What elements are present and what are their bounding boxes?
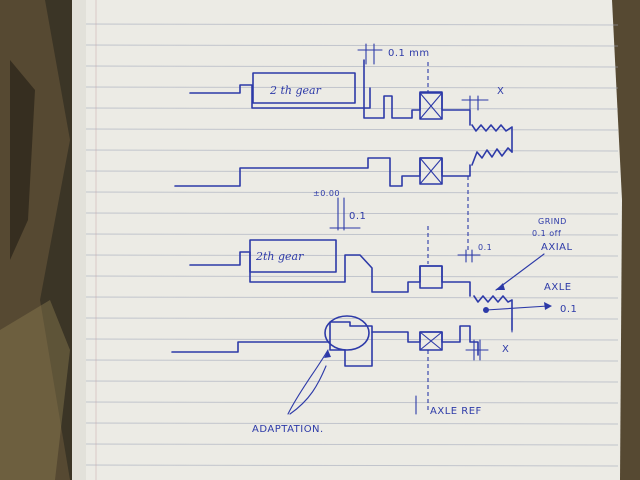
- ruled-line: [85, 212, 619, 215]
- ruled-line: [85, 317, 619, 320]
- ruled-line: [85, 86, 619, 89]
- grind-note: GRIND 0.1 off AXIAL: [495, 217, 573, 291]
- notebook-page: [72, 0, 622, 480]
- ruled-line: [85, 233, 619, 236]
- lower-assembly: X AXLE REF: [171, 315, 513, 417]
- ruled-line: [85, 296, 619, 299]
- upper-bearing: [419, 92, 443, 120]
- grind-arrowhead: [496, 283, 505, 290]
- ruled-lines: [85, 23, 619, 467]
- ruled-line: [85, 443, 619, 446]
- adaptation-note: ADAPTATION.: [252, 349, 331, 435]
- middle-bearing: [419, 265, 443, 289]
- ruled-line: [85, 464, 619, 467]
- tolerance-dim: [337, 197, 345, 231]
- upper-gear-label: 2 th gear: [269, 84, 322, 97]
- upper-bearing-cross: [419, 92, 443, 120]
- ruled-line: [85, 422, 619, 425]
- upper-gear-box: [252, 72, 356, 104]
- lower-x-dim: [465, 339, 489, 361]
- middle-right-clearance-label: 0.1: [478, 243, 492, 252]
- axle-note: AXLE 0.1: [483, 282, 577, 315]
- axle-leader: [485, 305, 549, 311]
- tolerance-label: ±0.00: [313, 189, 340, 198]
- ruled-line: [85, 128, 619, 131]
- adaptation-label: ADAPTATION.: [252, 424, 324, 435]
- upper-x-label: X: [497, 86, 504, 97]
- upper-x-dim: [461, 95, 489, 111]
- ruled-line: [85, 359, 619, 362]
- ruled-line: [85, 44, 619, 47]
- lower-x-label: X: [502, 344, 509, 355]
- middle-assembly: ±0.00 0.1 2th gear 0.1: [189, 189, 513, 331]
- upper-lower-bearing: [419, 157, 443, 185]
- middle-right-dim: [457, 249, 481, 263]
- middle-clearance-label: 0.1: [349, 211, 366, 222]
- upper-shaft-outline: [189, 84, 371, 109]
- axle-ref-label: AXLE REF: [430, 406, 482, 417]
- ruled-line: [85, 380, 619, 383]
- axle-label: AXLE: [544, 282, 572, 293]
- ruled-line: [85, 275, 619, 278]
- adaptation-leader-1: [287, 349, 329, 415]
- adaptation-arrowhead: [324, 350, 331, 358]
- grind-line1: GRIND: [538, 217, 567, 226]
- adaptation-leader-2: [289, 365, 327, 415]
- ruled-line: [85, 338, 619, 341]
- middle-gear-box: [249, 239, 337, 273]
- lower-bearing-cross: [419, 331, 443, 351]
- upper-lower-thread: [471, 147, 513, 166]
- middle-gear-label: 2th gear: [255, 250, 304, 263]
- ruled-line: [85, 191, 619, 194]
- ruled-line: [85, 23, 619, 26]
- upper-clearance-label: 0.1 mm: [388, 48, 430, 59]
- ruled-line: [85, 401, 619, 404]
- adaptation-circle: [324, 315, 370, 351]
- grind-line3: AXIAL: [541, 242, 573, 253]
- upper-thread: [471, 124, 513, 153]
- upper-assembly: 2 th gear 0.1 mm X: [189, 43, 513, 153]
- lower-bearing: [419, 331, 443, 351]
- upper-clearance-dim: [357, 43, 383, 65]
- ruled-line: [85, 149, 619, 152]
- middle-thread: [473, 295, 513, 331]
- axle-value-label: 0.1: [560, 304, 577, 315]
- upper-lower-profile: [174, 147, 513, 250]
- axle-arrowhead: [544, 302, 552, 310]
- upper-lower-bearing-cross: [419, 157, 443, 185]
- ruled-line: [85, 65, 619, 68]
- grind-line2: 0.1 off: [532, 229, 561, 238]
- ruled-line: [85, 170, 619, 173]
- grind-leader: [495, 253, 545, 291]
